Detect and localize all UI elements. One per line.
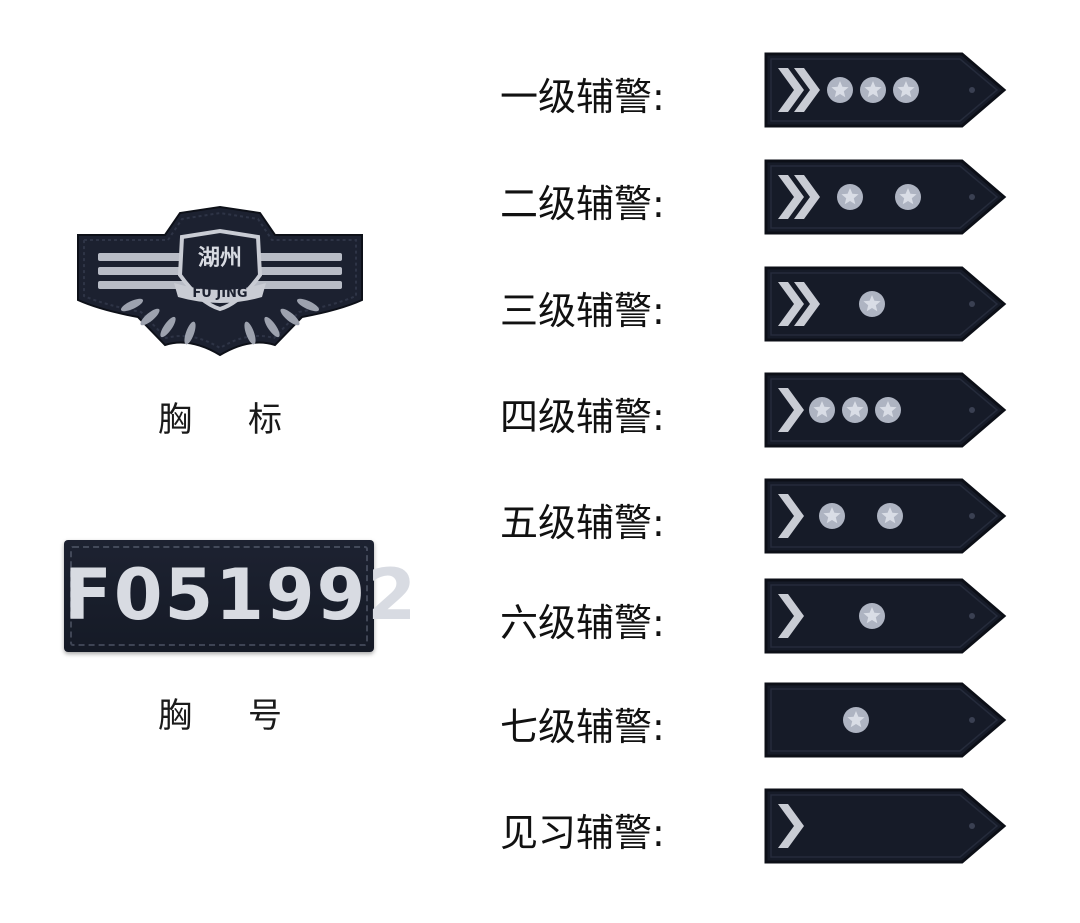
strap-stitch <box>770 272 999 336</box>
rank-label: 四级辅警: <box>500 395 665 439</box>
rank-label: 七级辅警: <box>500 705 665 749</box>
shoulder-strap <box>760 574 1010 658</box>
star-icon <box>895 184 921 210</box>
badge-text-cn: 湖州 <box>198 246 242 271</box>
star-icon <box>875 397 901 423</box>
shoulder-strap <box>760 368 1010 452</box>
badge-stitch <box>83 211 357 350</box>
chevron-stripe <box>778 494 804 538</box>
star-icon <box>809 397 835 423</box>
strap-graphic <box>764 372 1007 448</box>
rank-label: 五级辅警: <box>500 501 665 545</box>
chevron-stripe <box>778 594 804 638</box>
button-hole <box>969 513 975 519</box>
chevron-stripe <box>778 804 804 848</box>
chevron-stripe <box>778 68 804 112</box>
rank-label: 二级辅警: <box>500 182 665 226</box>
strap-graphic <box>764 266 1007 342</box>
strap-stitch <box>770 58 999 122</box>
button-hole <box>969 407 975 413</box>
strap-graphic <box>764 788 1007 864</box>
chest-badge-graphic: 湖州 FU JING <box>77 205 363 357</box>
caption-char: 胸 <box>158 696 192 736</box>
star-icon <box>859 291 885 317</box>
strap-graphic <box>764 682 1007 758</box>
strap-graphic <box>764 52 1007 128</box>
rank-row: 见习辅警: <box>490 784 1070 868</box>
button-hole <box>969 87 975 93</box>
rank-row: 三级辅警: <box>490 262 1070 346</box>
star-icon <box>893 77 919 103</box>
strap-stitch <box>770 378 999 442</box>
star-icon <box>843 707 869 733</box>
chest-number-plate: F051992 <box>64 540 419 652</box>
star-icon <box>859 603 885 629</box>
button-hole <box>969 194 975 200</box>
strap-graphic <box>764 159 1007 235</box>
shoulder-strap <box>760 678 1010 762</box>
caption-char: 胸 <box>158 400 192 440</box>
rank-row: 七级辅警: <box>490 678 1070 762</box>
strap-stitch <box>770 584 999 648</box>
strap-body <box>764 682 1007 758</box>
caption-char: 标 <box>248 400 282 440</box>
chest-badge-caption: 胸 标 <box>158 392 282 441</box>
plate-stitch <box>70 546 368 646</box>
shoulder-strap <box>760 48 1010 132</box>
badge-text-en: FU JING <box>192 286 247 301</box>
rank-label: 见习辅警: <box>500 811 665 855</box>
chevron-stripe <box>778 388 804 432</box>
button-hole <box>969 717 975 723</box>
shoulder-strap <box>760 262 1010 346</box>
strap-stitch <box>770 688 999 752</box>
chevron-stripe <box>794 282 820 326</box>
star-icon <box>837 184 863 210</box>
button-hole <box>969 823 975 829</box>
chevron-stripe <box>794 68 820 112</box>
rank-row: 二级辅警: <box>490 155 1070 239</box>
rank-row: 四级辅警: <box>490 368 1070 452</box>
rank-label: 一级辅警: <box>500 75 665 119</box>
badge-stripes <box>98 253 342 289</box>
chest-number-caption: 胸 号 <box>158 688 282 737</box>
strap-body <box>764 159 1007 235</box>
strap-body <box>764 788 1007 864</box>
strap-stitch <box>770 165 999 229</box>
strap-stitch <box>770 484 999 548</box>
shoulder-strap <box>760 784 1010 868</box>
button-hole <box>969 301 975 307</box>
rank-label: 三级辅警: <box>500 289 665 333</box>
rank-label: 六级辅警: <box>500 601 665 645</box>
rank-row: 一级辅警: <box>490 48 1070 132</box>
badge-laurel <box>120 298 320 345</box>
rank-row: 六级辅警: <box>490 574 1070 658</box>
button-hole <box>969 613 975 619</box>
chevron-stripe <box>794 175 820 219</box>
left-column: 湖州 FU JING 胸 标 F051992 胸 号 <box>0 0 440 923</box>
rank-row: 五级辅警: <box>490 474 1070 558</box>
chest-badge: 湖州 FU JING <box>70 205 370 365</box>
badge-ribbon <box>174 283 266 303</box>
star-icon <box>842 397 868 423</box>
strap-stitch <box>770 794 999 858</box>
star-icon <box>860 77 886 103</box>
chest-number: F051992 <box>64 554 419 636</box>
chevron-stripe <box>778 282 804 326</box>
star-icon <box>877 503 903 529</box>
strap-graphic <box>764 478 1007 554</box>
shoulder-strap <box>760 155 1010 239</box>
strap-graphic <box>764 578 1007 654</box>
star-icon <box>827 77 853 103</box>
caption-char: 号 <box>248 696 282 736</box>
star-icon <box>819 503 845 529</box>
shoulder-strap <box>760 474 1010 558</box>
chevron-stripe <box>778 175 804 219</box>
